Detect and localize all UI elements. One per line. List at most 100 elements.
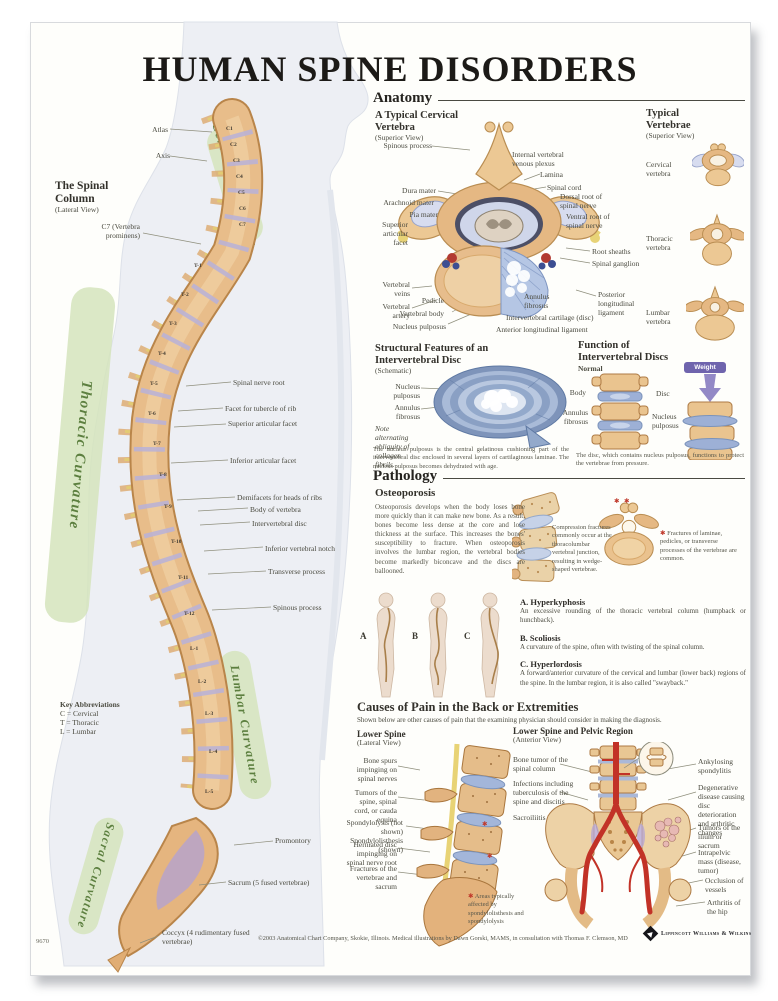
vertebra-t12: T-12 <box>184 611 195 617</box>
key-item-thoracic: T = Thoracic <box>60 718 99 727</box>
poster-title: HUMAN SPINE DISORDERS <box>142 49 638 89</box>
function-annulus-label: Annulus fibrosus <box>562 408 588 426</box>
spondylolisthesis-note-marker: ✱ <box>468 893 474 900</box>
publisher-logo: Lippincott Williams & Wilkins <box>642 925 751 942</box>
vertebra-t2: T-2 <box>181 292 189 298</box>
ventral-root-label: Ventral root of spinal nerve <box>566 212 610 230</box>
fractures-label: Fractures of the vertebrae and sacrum <box>349 864 397 891</box>
vertebra-t7: T-7 <box>153 441 161 447</box>
vertebra-l1: L-1 <box>190 646 199 652</box>
vertebra-t1: T-1 <box>194 263 202 269</box>
vertebra-t10: T-10 <box>171 539 182 545</box>
spinal-ganglion-label: Spinal ganglion <box>592 259 640 268</box>
axis-label: Axis <box>155 151 170 160</box>
laminae-fracture-note: ✱ Fractures of laminae, pedicles, or tra… <box>660 530 737 563</box>
fracture-marker-2: ✱ <box>624 498 630 505</box>
intervertebral-cartilage-label: Intervertebral cartilage (disc) <box>506 313 594 322</box>
intrapelvic-mass-label: Intrapelvic mass (disease, tumor) <box>698 848 741 875</box>
spinous-process-label: Spinous process <box>273 603 322 612</box>
body-of-vertebra-label: Body of vertebra <box>250 505 301 514</box>
transverse-process-label: Transverse process <box>268 567 326 576</box>
degenerative-label: Degenerative disease causing disc deteri… <box>698 783 745 837</box>
spondylolisthesis-marker-2: ✱ <box>487 853 493 860</box>
ilium-tumors-label: Tumors of the ilium or sacrum <box>698 823 741 850</box>
atlas-label: Atlas <box>152 125 168 134</box>
compression-fracture-note: Compression fractures commonly occur at … <box>552 524 612 574</box>
cervical-vertebra-label: Cervical vertebra <box>646 160 672 178</box>
scoliosis-item: B. Scoliosis A curvature of the spine, o… <box>520 632 705 651</box>
osteoporosis-text: Osteoporosis develops when the body lose… <box>375 503 525 575</box>
nucleus-pulposus-dg-label: Nucleus pulposus <box>392 322 446 331</box>
vertebra-t6: T-6 <box>148 411 156 417</box>
key-title: Key Abbreviations <box>60 700 120 709</box>
hyperkyphosis-item: A. Hyperkyphosis An excessive rounding o… <box>520 597 746 625</box>
vertebra-c5: C5 <box>238 190 245 196</box>
key-item-cervical: C = Cervical <box>60 709 99 718</box>
figure-letter-b: B <box>412 631 419 641</box>
vertebral-artery-label: Vertebral artery <box>382 302 410 320</box>
vertebra-l5: L-5 <box>205 789 214 795</box>
hyperlordosis-item: C. Hyperlordosis A forward/anterior curv… <box>520 659 746 687</box>
pedicle-label: Pedicle <box>421 296 444 305</box>
spondylolisthesis-marker-1: ✱ <box>482 821 488 828</box>
pia-mater-label: Pia mater <box>409 210 438 219</box>
root-sheaths-label: Root sheaths <box>592 247 631 256</box>
sacrum-label: Sacrum (5 fused vertebrae) <box>228 878 310 887</box>
inferior-articular-facet-label: Inferior articular facet <box>230 456 297 465</box>
ankylosing-label: Ankylosing spondylitis <box>698 757 734 775</box>
spinal-column-heading: The Spinal Column (Lateral View) <box>55 180 109 215</box>
function-body-label: Body <box>569 388 586 397</box>
anatomy-heading: Anatomy <box>373 90 745 107</box>
vertebra-l2: L-2 <box>198 679 207 685</box>
vertebra-l3: L-3 <box>205 711 214 717</box>
pathology-heading: Pathology <box>373 468 745 485</box>
vertebra-c4: C4 <box>236 174 243 180</box>
vertebra-c3: C3 <box>233 158 240 164</box>
herniated-disc-label: Herniated disc impinging on spinal nerve… <box>346 840 397 867</box>
key-item-lumbar: L = Lumbar <box>60 727 97 736</box>
bone-tumor-label: Bone tumor of the spinal column <box>513 755 568 773</box>
figure-letter-a: A <box>360 631 367 641</box>
disc-structure-caption: The nucleus pulposus is the central gela… <box>373 446 569 470</box>
figure-letter-c: C <box>464 631 471 641</box>
function-nucleus-label: Nucleus pulposus <box>652 412 679 430</box>
bone-spurs-label: Bone spurs impinging on spinal nerves <box>356 756 397 783</box>
osteoporosis-heading: Osteoporosis <box>375 487 436 499</box>
vertebral-body-label: Vertebral body <box>399 309 444 318</box>
dura-mater-label: Dura mater <box>402 186 436 195</box>
occlusion-label: Occlusion of vessels <box>705 876 744 894</box>
normal-label: Normal <box>578 364 603 373</box>
typical-vertebrae-heading: Typical Vertebrae (Superior View) <box>646 108 695 141</box>
vertebra-t8: T-8 <box>159 472 167 478</box>
disc-function-caption: The disc, which contains nucleus pulposu… <box>576 452 744 468</box>
note-marker: ✱ <box>660 530 666 537</box>
vertebral-veins-label: Vertebral veins <box>382 280 410 298</box>
arachnoid-mater-label: Arachnoid mater <box>383 198 434 207</box>
key-abbreviations: Key Abbreviations C = Cervical T = Thora… <box>60 700 126 736</box>
spinal-cord-label: Spinal cord <box>547 183 582 192</box>
posterior-ligament-label: Posterior longitudinal ligament <box>598 290 635 317</box>
intervertebral-disc-label: Intervertebral disc <box>252 519 307 528</box>
vertebra-c7: C7 <box>239 222 246 228</box>
pelvic-region-heading: Lower Spine and Pelvic Region (Anterior … <box>513 726 633 745</box>
disc-nucleus-label: Nucleus pulposus <box>393 382 420 400</box>
thoracic-curvature-label: Thoracic Curvature <box>65 379 96 531</box>
vertebra-t4: T-4 <box>158 351 166 357</box>
spinous-process-dg-label: Spinous process <box>383 141 432 150</box>
cervical-vertebra-heading: A Typical Cervical Vertebra (Superior Vi… <box>375 110 459 143</box>
spinal-nerve-root-label: Spinal nerve root <box>233 378 285 387</box>
disc-annulus-label: Annulus fibrosus <box>394 403 420 421</box>
vertebra-c1: C1 <box>226 126 233 132</box>
infections-label: Infections including tuberculosis of the… <box>513 779 574 806</box>
lower-spine-heading: Lower Spine (Lateral View) <box>357 729 406 748</box>
demifacets-label: Demifacets for heads of ribs <box>237 493 322 502</box>
c7-label: C7 (Vertebra prominens) <box>101 222 140 240</box>
copyright-credit: ©2003 Anatomical Chart Company, Skokie, … <box>258 935 628 942</box>
promontory-label: Promontory <box>275 836 311 845</box>
vertebra-l4: L-4 <box>209 749 218 755</box>
superior-articular-facet-label: Superior articular facet <box>228 419 298 428</box>
hip-arthritis-label: Arthritis of the hip <box>707 898 741 916</box>
weight-badge: Weight <box>684 362 726 373</box>
disc-structure-heading: Structural Features of an Intervertebral… <box>375 343 489 376</box>
spondylolysis-label: Spondylolysis (not shown) Spondylolisthe… <box>346 818 403 854</box>
